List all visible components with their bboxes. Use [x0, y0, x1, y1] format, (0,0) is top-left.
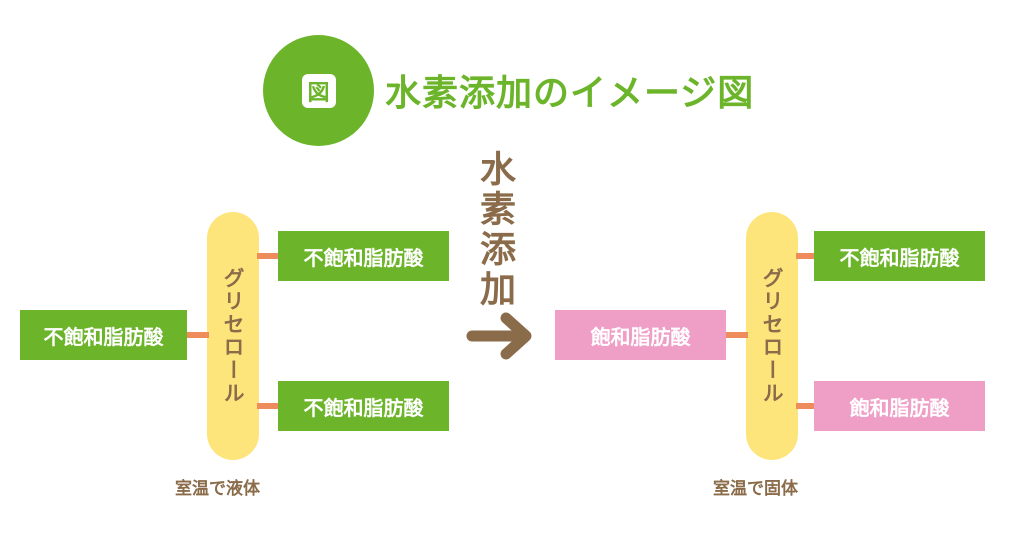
fatty-acid-before-top: 不飽和脂肪酸	[278, 231, 449, 281]
connector-after-top	[796, 253, 814, 259]
connector-after-left	[726, 332, 748, 338]
glycerol-label-after: グリセロール	[760, 267, 784, 405]
glycerol-backbone-before: グリセロール	[207, 212, 259, 460]
state-caption-after: 室温で固体	[713, 479, 798, 499]
fatty-acid-after-top: 不飽和脂肪酸	[814, 231, 985, 281]
glycerol-label-before: グリセロール	[221, 267, 245, 405]
connector-before-top	[257, 253, 278, 259]
right-arrow-icon	[466, 312, 532, 360]
diagram-title: 水素添加のイメージ図	[385, 73, 755, 114]
fatty-acid-before-left: 不飽和脂肪酸	[20, 310, 187, 360]
connector-before-bottom	[257, 403, 278, 409]
state-caption-before: 室温で液体	[175, 479, 260, 499]
process-label: 水素添加	[474, 150, 515, 310]
connector-after-bottom	[796, 403, 814, 409]
connector-before-left	[187, 332, 209, 338]
figure-badge-label: 図	[301, 73, 336, 108]
fatty-acid-before-bottom: 不飽和脂肪酸	[278, 381, 449, 431]
fatty-acid-after-left: 飽和脂肪酸	[555, 310, 726, 360]
fatty-acid-after-bottom: 飽和脂肪酸	[814, 381, 985, 431]
glycerol-backbone-after: グリセロール	[746, 212, 798, 460]
figure-badge: 図	[263, 35, 374, 146]
